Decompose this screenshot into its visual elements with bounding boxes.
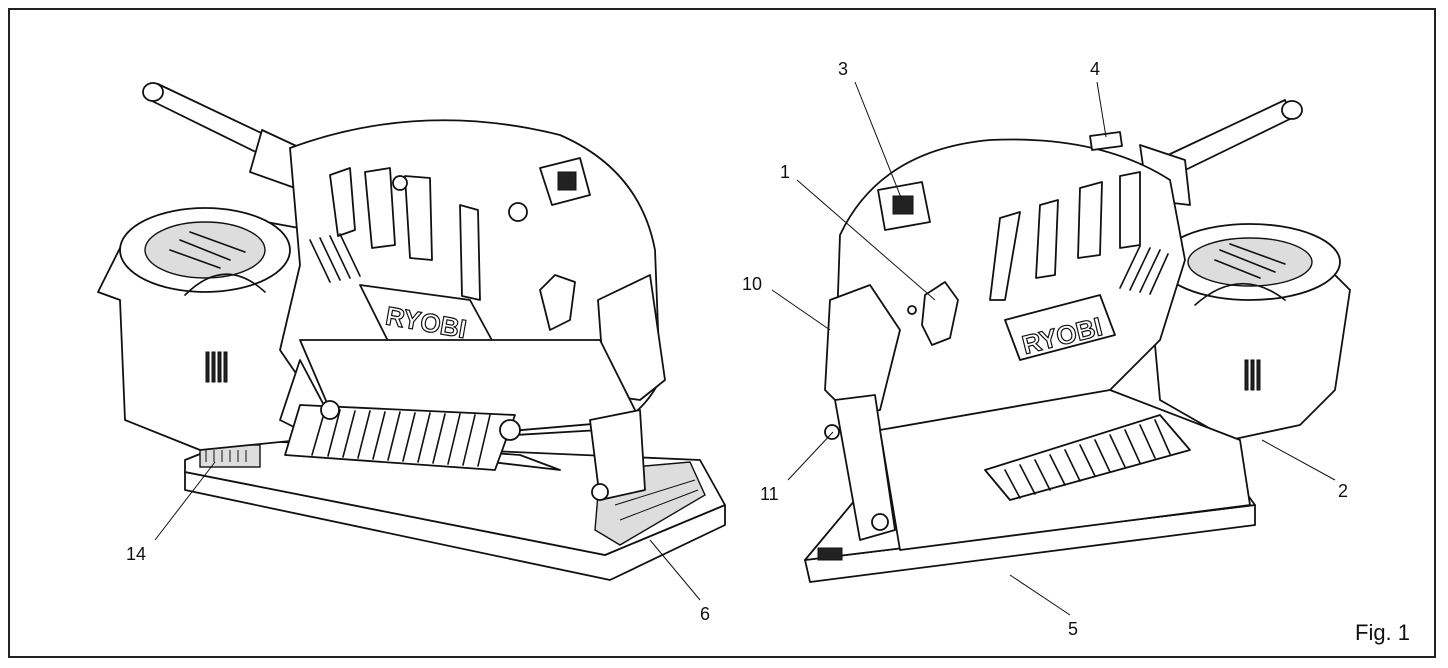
right-top-indicator [1089,131,1123,151]
leader-4 [1096,81,1107,138]
right-sander: RYOBI [804,99,1351,583]
right-front-nose [824,284,901,416]
left-sander: RYOBI [97,82,726,581]
left-canister-handle [184,273,266,296]
right-lock-on-button [921,281,959,346]
callout-6: 6 [700,604,710,624]
leader-11 [787,431,834,481]
callout-2: 2 [1338,481,1348,501]
left-side-button [539,274,576,331]
leader-3 [854,81,903,201]
leader-6 [649,539,701,601]
leader-5 [1009,574,1071,616]
leader-10 [771,289,831,331]
callout-14: 14 [126,544,146,564]
right-power-cord [1167,99,1293,176]
callout-1: 1 [780,162,790,182]
right-exhaust-grille [984,414,1191,501]
callout-4: 4 [1090,59,1100,79]
callout-10: 10 [742,274,762,294]
right-brand-plate [1004,294,1116,361]
leader-lines [154,81,1336,616]
right-cord-end [1281,100,1303,120]
callout-labels: 3 4 1 10 11 2 5 6 14 [126,59,1348,639]
leader-2 [1261,439,1336,481]
leader-1 [796,179,936,301]
callout-3: 3 [838,59,848,79]
callout-5: 5 [1068,619,1078,639]
right-canister-handle [1194,282,1286,306]
leader-14 [154,461,216,541]
callout-11: 11 [760,484,779,504]
left-cord-end [142,82,164,102]
figure-label: Fig. 1 [1355,620,1410,645]
